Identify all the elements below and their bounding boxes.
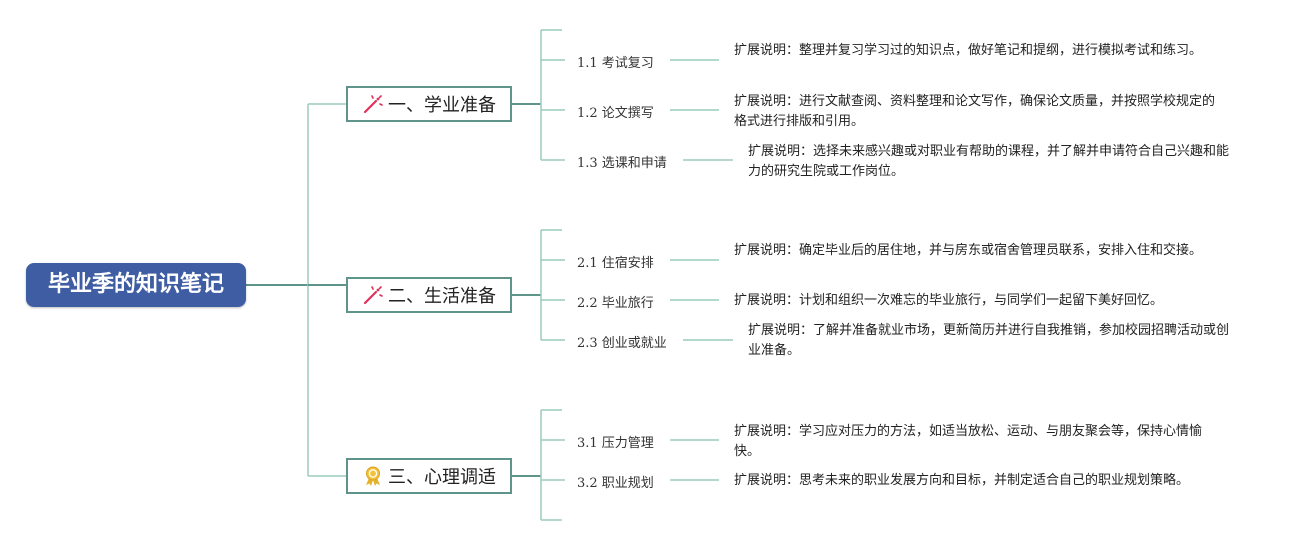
subtopic-career-planning[interactable]: 3.2 职业规划 <box>577 476 654 491</box>
branch-2-bracket <box>540 229 565 341</box>
subtopic-stress-management[interactable]: 3.1 压力管理 <box>577 436 654 451</box>
branch-topic-mental[interactable]: 三、心理调适 <box>346 458 512 494</box>
note-startup-or-job: 扩展说明：了解并准备就业市场，更新简历并进行自我推销，参加校园招聘活动或创业准备… <box>748 323 1230 358</box>
subtopic-housing[interactable]: 2.1 住宿安排 <box>577 256 654 271</box>
note-housing: 扩展说明：确定毕业后的居住地，并与房东或宿舍管理员联系，安排入住和交接。 <box>734 243 1203 258</box>
note-course-application: 扩展说明：选择未来感兴趣或对职业有帮助的课程，并了解并申请符合自己兴趣和能力的研… <box>748 144 1230 179</box>
subtopic-exam-review[interactable]: 1.1 考试复习 <box>577 56 654 71</box>
branch-topic-academic[interactable]: 一、学业准备 <box>346 86 512 122</box>
root-topic[interactable]: 毕业季的知识笔记 <box>26 263 246 307</box>
note-graduation-trip: 扩展说明：计划和组织一次难忘的毕业旅行，与同学们一起留下美好回忆。 <box>734 293 1164 308</box>
award-ribbon-icon <box>362 465 384 487</box>
note-exam-review: 扩展说明：整理并复习学习过的知识点，做好笔记和提纲，进行模拟考试和练习。 <box>734 43 1203 58</box>
subtopic-thesis-writing[interactable]: 1.2 论文撰写 <box>577 106 654 121</box>
wand-icon <box>362 284 384 306</box>
subtopic-startup-or-job[interactable]: 2.3 创业或就业 <box>577 336 667 351</box>
branch-label: 二、生活准备 <box>388 286 496 307</box>
wand-icon <box>362 93 384 115</box>
branch-label: 三、心理调适 <box>388 467 496 488</box>
note-career-planning: 扩展说明：思考未来的职业发展方向和目标，并制定适合自己的职业规划策略。 <box>734 473 1190 488</box>
note-stress-management: 扩展说明：学习应对压力的方法，如适当放松、运动、与朋友聚会等，保持心情愉快。 <box>734 424 1203 459</box>
branch-topic-life[interactable]: 二、生活准备 <box>346 277 512 313</box>
note-thesis-writing: 扩展说明：进行文献查阅、资料整理和论文写作，确保论文质量，并按照学校规定的格式进… <box>734 94 1216 129</box>
branch-label: 一、学业准备 <box>388 95 496 116</box>
branch-1-bracket <box>540 29 565 161</box>
subtopic-graduation-trip[interactable]: 2.2 毕业旅行 <box>577 296 654 311</box>
subtopic-course-application[interactable]: 1.3 选课和申请 <box>577 156 667 171</box>
branch-3-bracket <box>540 409 565 521</box>
